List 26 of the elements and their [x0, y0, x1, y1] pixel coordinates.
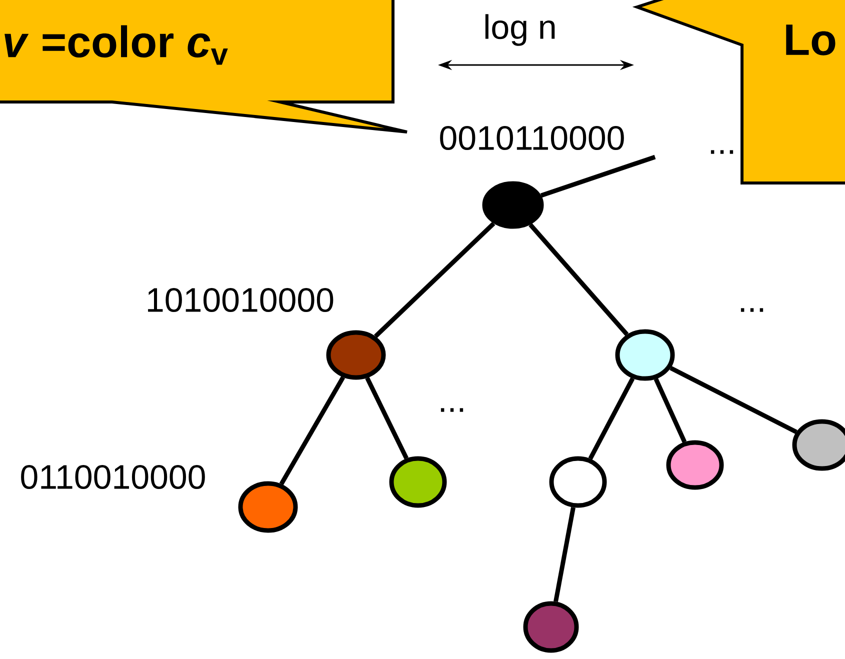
tree-node [615, 329, 675, 381]
ellipsis: ... [710, 150, 734, 154]
tree-node [238, 481, 298, 533]
tree-node [792, 419, 845, 471]
tree-edge [279, 376, 346, 486]
tree-edge [365, 376, 409, 460]
tree-node [389, 456, 447, 508]
callout: v =color c$_{v}$ [0, 0, 408, 134]
tree-edge [528, 223, 629, 336]
tree-edge [670, 366, 798, 434]
tree-node [482, 181, 544, 229]
tree-edge [654, 378, 687, 443]
bit-string: 0010110000 [440, 126, 624, 150]
ellipsis: ... [440, 408, 464, 412]
tree-edge [540, 154, 656, 198]
tree-node [666, 440, 724, 490]
tree-edge [588, 377, 635, 460]
tree-node [326, 330, 386, 380]
tree-node [523, 601, 579, 653]
bit-string: 1010010000 [148, 288, 334, 312]
tree-edge [374, 222, 496, 338]
tree-node [549, 456, 607, 508]
tree-edge [554, 507, 576, 602]
dimension-label: log n [485, 14, 555, 46]
ellipsis: ... [740, 308, 764, 312]
bit-string: 0110010000 [21, 464, 205, 490]
